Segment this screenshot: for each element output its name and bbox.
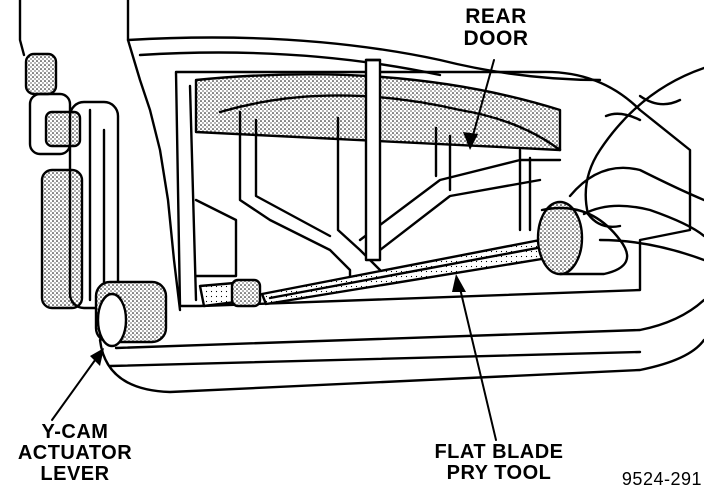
flat-blade-label-line-1: FLAT BLADE <box>434 441 564 463</box>
ycam-label-line-3: LEVER <box>40 463 110 485</box>
hand <box>568 66 704 262</box>
left-lever-assembly <box>24 52 120 310</box>
door-bracing <box>194 110 562 292</box>
flat-blade-label: FLAT BLADE PRY TOOL <box>424 442 574 484</box>
ycam-actuator-label: Y-CAM ACTUATOR LEVER <box>12 422 138 485</box>
arrowhead-ycam <box>90 348 104 366</box>
arrowhead-rear-door <box>463 132 478 150</box>
rear-door-label-line-2: DOOR <box>463 27 529 51</box>
pry-tool <box>260 200 629 306</box>
leader-ycam <box>51 355 99 421</box>
leader-rear-door <box>469 59 495 147</box>
ycam-pivot <box>94 278 262 348</box>
vertical-rod <box>364 58 382 262</box>
flat-blade-label-line-2: PRY TOOL <box>446 462 552 484</box>
ycam-label-line-1: Y-CAM <box>41 421 109 443</box>
rear-door-label-line-1: REAR <box>465 5 527 28</box>
leader-lines <box>51 59 497 441</box>
rear-door-label: REAR DOOR <box>448 5 544 51</box>
figure-number: 9524-291 <box>621 469 702 489</box>
housing-outline <box>18 0 704 394</box>
ycam-label-line-2: ACTUATOR <box>17 442 133 464</box>
leader-flat-blade <box>457 279 497 441</box>
arrowhead-flat-blade <box>452 274 466 292</box>
